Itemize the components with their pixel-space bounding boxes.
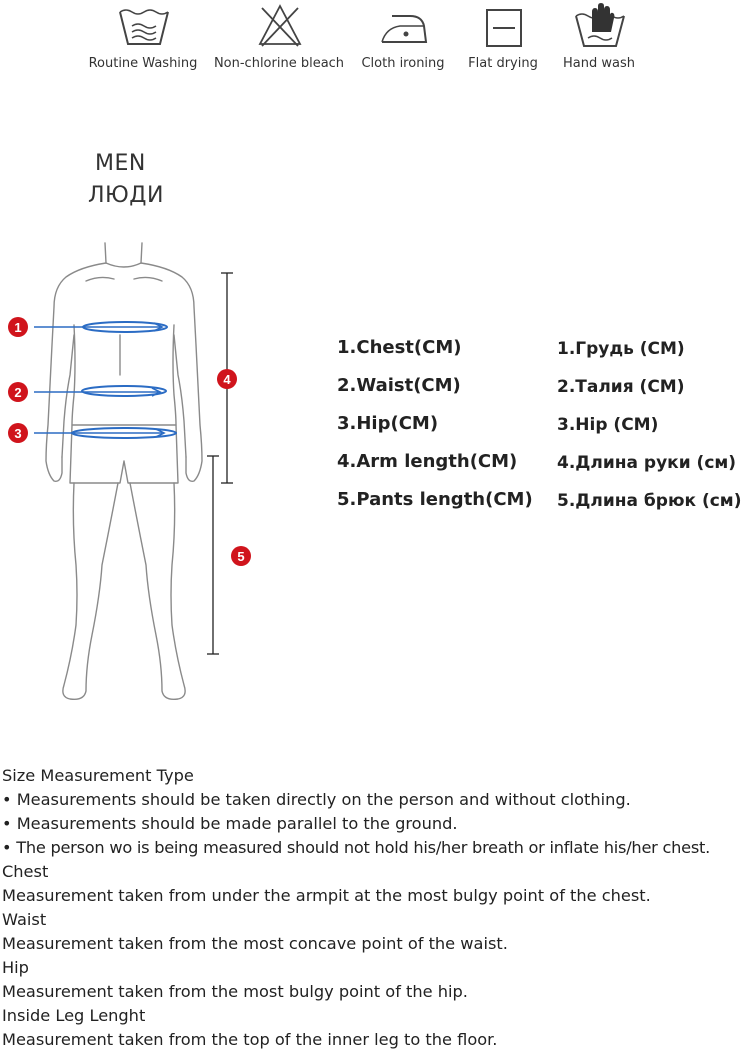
measurement-ru-arm: 4.Длина руки (см): [557, 453, 737, 473]
notes-chest-heading: Chest: [2, 862, 49, 881]
no-bleach-icon: [258, 4, 302, 47]
marker-1-label: 1: [14, 320, 21, 335]
measurement-ru-pants: 5.Длина брюк (см): [557, 491, 741, 511]
care-label-drying: Flat drying: [468, 56, 538, 71]
measurement-en-pants: 5.Pants length(CM): [337, 489, 533, 510]
notes-leg-heading: Inside Leg Lenght: [2, 1006, 146, 1025]
body-outline: [45, 242, 203, 701]
notes-waist-heading: Waist: [2, 910, 47, 929]
washing-tub-icon: [119, 9, 169, 45]
figure-title-ru: ЛЮДИ: [88, 183, 164, 208]
marker-3: 3: [8, 423, 28, 443]
hand-wash-icon: [575, 3, 625, 47]
measurement-en-hip: 3.Hip(CM): [337, 413, 439, 434]
measurement-notes: Size Measurement Type • Measurements sho…: [2, 764, 741, 1052]
care-label-washing: Routine Washing: [88, 56, 198, 71]
notes-chest-text: Measurement taken from under the armpit …: [2, 886, 651, 905]
care-label-handwash: Hand wash: [563, 56, 635, 71]
notes-hip-heading: Hip: [2, 958, 29, 977]
care-label-ironing: Cloth ironing: [361, 56, 445, 71]
marker-4-label: 4: [223, 372, 231, 387]
measurement-en-waist: 2.Waist(CM): [337, 375, 461, 396]
marker-4: 4: [217, 369, 237, 389]
iron-icon: [381, 15, 428, 43]
length-indicators: [207, 272, 233, 655]
measurement-en-chest: 1.Chest(CM): [337, 337, 462, 358]
notes-bullet-3: • The person wo is being measured should…: [2, 838, 710, 857]
figure-title-en: MEN: [95, 151, 146, 176]
notes-leg-text: Measurement taken from the top of the in…: [2, 1030, 498, 1049]
notes-waist-text: Measurement taken from the most concave …: [2, 934, 508, 953]
measurement-bands: [34, 321, 177, 439]
marker-2-label: 2: [14, 385, 21, 400]
care-label-bleach: Non-chlorine bleach: [213, 56, 345, 71]
flat-dry-icon: [486, 9, 522, 47]
marker-3-label: 3: [14, 426, 21, 441]
notes-heading: Size Measurement Type: [2, 766, 194, 785]
marker-5: 5: [231, 546, 251, 566]
measurement-ru-chest: 1.Грудь (CM): [557, 339, 685, 359]
marker-1: 1: [8, 317, 28, 337]
marker-2: 2: [8, 382, 28, 402]
notes-bullet-1: • Measurements should be taken directly …: [2, 790, 631, 809]
notes-bullet-2: • Measurements should be made parallel t…: [2, 814, 458, 833]
care-instructions: Routine Washing Non-chlorine bleach Clot…: [0, 0, 741, 90]
measurement-ru-waist: 2.Талия (CM): [557, 377, 685, 397]
notes-hip-text: Measurement taken from the most bulgy po…: [2, 982, 468, 1001]
marker-5-label: 5: [237, 549, 244, 564]
body-diagram: 1 2 3 4 5: [8, 242, 251, 701]
measurements-ru-list: 1.Грудь (CM) 2.Талия (CM) 3.Hip (CM) 4.Д…: [557, 335, 741, 525]
measurements-en-list: 1.Chest(CM) 2.Waist(CM) 3.Hip(CM) 4.Arm …: [337, 334, 533, 524]
measurement-ru-hip: 3.Hip (CM): [557, 415, 659, 435]
measurement-en-arm: 4.Arm length(CM): [337, 451, 518, 472]
